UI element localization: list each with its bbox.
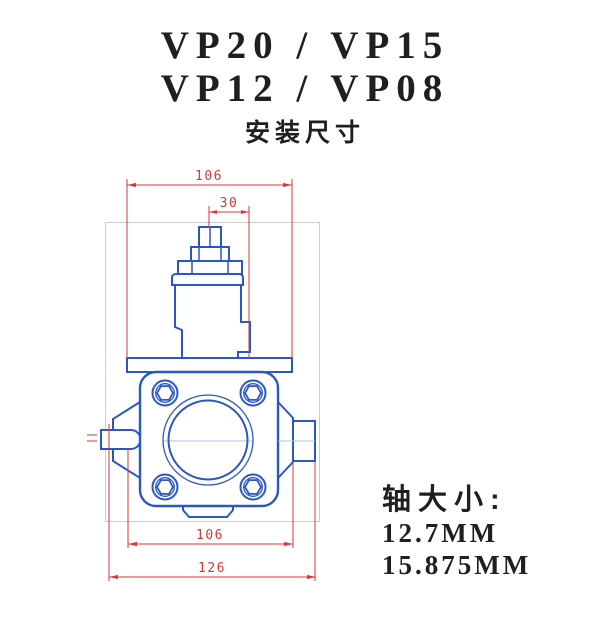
bore-inner-circle bbox=[167, 399, 249, 481]
valve-nut-lower bbox=[177, 260, 243, 275]
valve-body bbox=[174, 284, 251, 359]
arrowhead bbox=[127, 182, 136, 188]
arrowhead bbox=[209, 210, 217, 214]
arrowhead bbox=[283, 182, 292, 188]
bottom-tab bbox=[182, 505, 234, 518]
bolt-inner-circle bbox=[155, 383, 175, 403]
dim-label-126: 126 bbox=[198, 561, 226, 576]
bolt-hexagon bbox=[155, 479, 175, 495]
bolt-inner-circle bbox=[243, 383, 263, 403]
top-flange-block bbox=[126, 357, 293, 373]
drawing-frame bbox=[105, 222, 320, 522]
bolt-hole-bottom-left bbox=[151, 473, 179, 501]
bolt-inner-circle bbox=[155, 477, 175, 497]
bolt-inner-circle bbox=[243, 477, 263, 497]
pump-body bbox=[138, 370, 280, 508]
arrowhead bbox=[128, 541, 137, 547]
arrowhead bbox=[284, 541, 293, 547]
valve-nut-upper bbox=[190, 246, 230, 262]
title-block: VP20 / VP15 VP12 / VP08 安装尺寸 bbox=[0, 24, 610, 149]
right-mounting-wing bbox=[277, 399, 294, 481]
title-line-1: VP20 / VP15 bbox=[160, 24, 450, 67]
title-line-2: VP12 / VP08 bbox=[160, 67, 450, 110]
shaft-size-1: 12.7MM bbox=[382, 518, 499, 548]
shaft-size-label: 轴大小: bbox=[382, 484, 507, 516]
arrowhead bbox=[307, 574, 316, 580]
shaft-size-block: 轴大小: 12.7MM 15.875MM bbox=[382, 483, 531, 581]
valve-flange bbox=[171, 273, 244, 286]
dim-label-30: 30 bbox=[220, 196, 239, 211]
bore-outer-circle bbox=[162, 394, 254, 486]
bolt-hole-top-left bbox=[151, 379, 179, 407]
dim-label-bottom-106: 106 bbox=[196, 528, 224, 543]
dimension-lines bbox=[87, 179, 316, 581]
arrowhead bbox=[109, 574, 118, 580]
shaft-size-2: 15.875MM bbox=[382, 550, 532, 580]
bolt-hexagon bbox=[243, 385, 263, 401]
left-port bbox=[100, 429, 142, 450]
bolt-hole-top-right bbox=[239, 379, 267, 407]
bolt-hole-bottom-right bbox=[239, 473, 267, 501]
dim-label-top-106: 106 bbox=[195, 169, 223, 184]
bolt-hexagon bbox=[155, 385, 175, 401]
arrowhead bbox=[241, 210, 249, 214]
title-subtitle: 安装尺寸 bbox=[244, 119, 365, 147]
bolt-hexagon bbox=[243, 479, 263, 495]
